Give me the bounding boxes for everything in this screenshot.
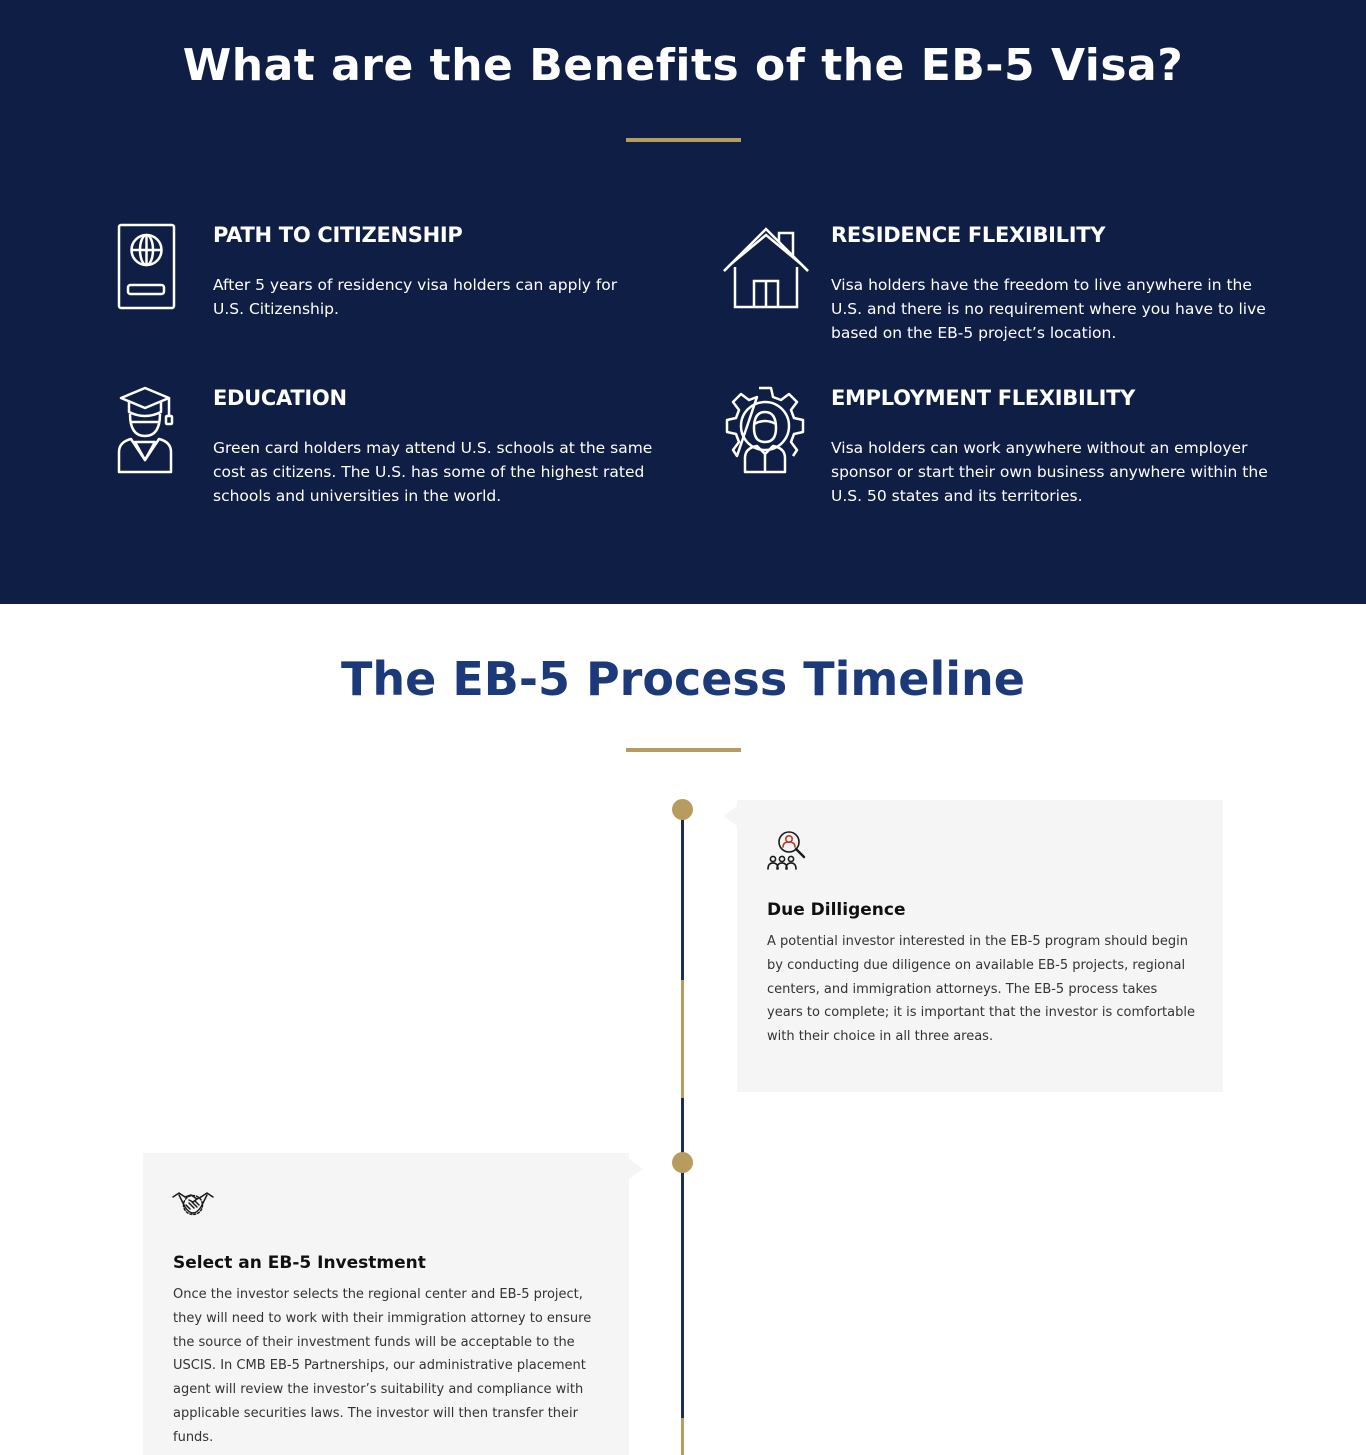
benefit-description: Visa holders can work anywhere without a… [831, 439, 1268, 505]
passport-icon [117, 223, 207, 313]
benefit-title: PATH TO CITIZENSHIP [213, 223, 463, 247]
step-title: Due Dilligence [767, 900, 906, 920]
card-pointer [723, 806, 737, 826]
search-people-icon [765, 828, 809, 872]
benefit-title: EMPLOYMENT FLEXIBILITY [831, 386, 1136, 410]
benefit-description: After 5 years of residency visa holders … [213, 276, 618, 318]
timeline-card-select-investment: Select an EB-5 Investment Once the inves… [143, 1153, 643, 1455]
gear-person-icon [721, 386, 811, 476]
graduate-icon [117, 386, 207, 476]
timeline-card-due-diligence: Due Dilligence A potential investor inte… [723, 800, 1223, 1092]
card-pointer [629, 1159, 643, 1179]
handshake-icon [171, 1181, 215, 1225]
timeline-line [681, 810, 684, 980]
timeline-heading: The EB-5 Process Timeline [341, 652, 1025, 706]
timeline-marker [672, 799, 693, 820]
step-description: A potential investor interested in the E… [767, 934, 1195, 1045]
benefit-title: RESIDENCE FLEXIBILITY [831, 223, 1106, 247]
house-icon [721, 225, 811, 315]
benefit-description: Visa holders have the freedom to live an… [831, 276, 1266, 342]
timeline-line [681, 1098, 684, 1418]
benefit-title: EDUCATION [213, 386, 347, 410]
benefit-description: Green card holders may attend U.S. schoo… [213, 439, 653, 505]
benefits-heading: What are the Benefits of the EB-5 Visa? [182, 40, 1184, 91]
timeline-line-progress [681, 1418, 684, 1455]
timeline-line-progress [681, 980, 684, 1098]
timeline-divider [626, 748, 741, 752]
step-title: Select an EB-5 Investment [173, 1253, 426, 1273]
benefits-section: What are the Benefits of the EB-5 Visa? … [0, 0, 1366, 604]
step-description: Once the investor selects the regional c… [173, 1287, 592, 1445]
timeline-marker [672, 1152, 693, 1173]
heading-divider [626, 138, 741, 142]
